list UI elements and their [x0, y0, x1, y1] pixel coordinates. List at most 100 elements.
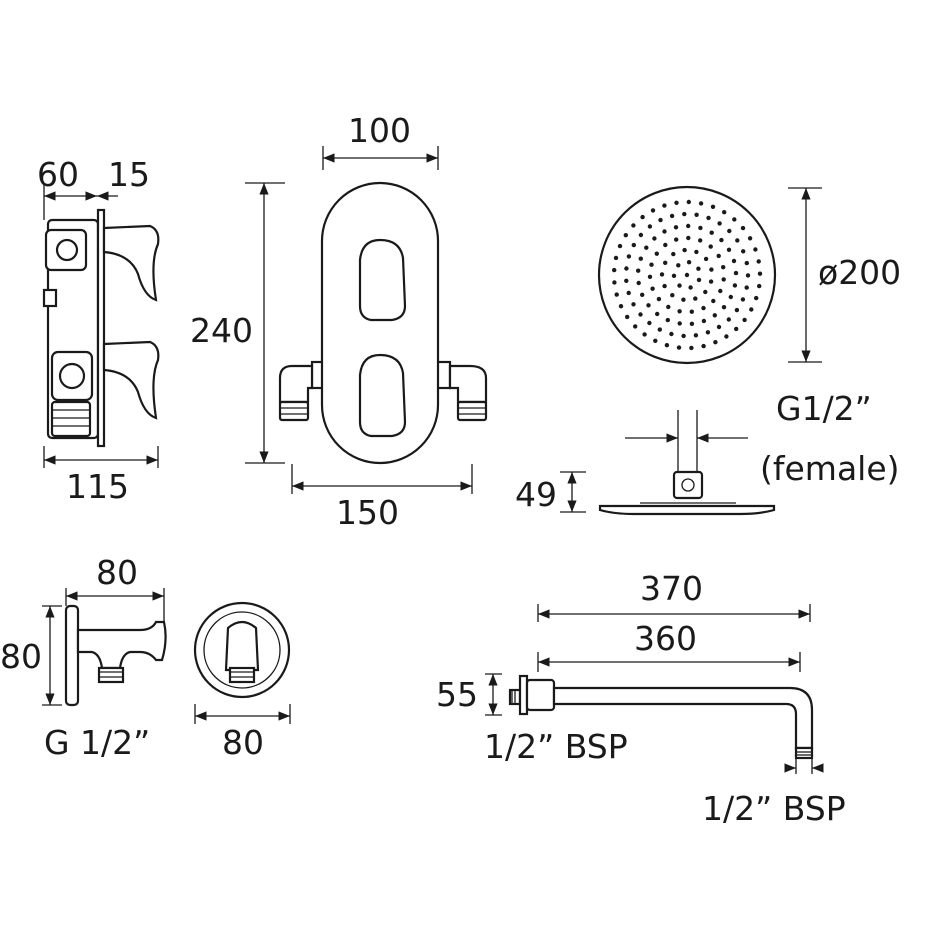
label-55: 55 — [436, 675, 478, 714]
label-inlet-thread: G1/2” — [776, 389, 872, 428]
spray-nozzle — [677, 309, 682, 314]
elbow-wall-plate — [64, 604, 80, 707]
spray-nozzle — [701, 343, 706, 349]
spray-nozzle — [676, 263, 681, 268]
label-inlet-bsp: 1/2” BSP — [484, 727, 628, 766]
shower-arm: 370 360 55 1/2” BSP 1/2” BSP — [436, 569, 846, 828]
spray-nozzle — [710, 204, 716, 209]
spray-nozzle — [618, 304, 624, 309]
spray-nozzle — [731, 258, 737, 264]
spray-nozzle — [677, 283, 682, 288]
spray-nozzle — [747, 236, 753, 241]
spray-nozzle — [724, 334, 729, 339]
label-outlet-bsp: 1/2” BSP — [702, 789, 846, 828]
outlet-elbow: 80 80 G 1/2” 80 — [0, 553, 291, 762]
label-80-height: 80 — [0, 637, 42, 676]
spray-nozzle — [732, 217, 737, 222]
spray-nozzle — [674, 237, 679, 242]
spray-nozzle — [684, 272, 690, 278]
spray-nozzle — [613, 255, 619, 261]
spray-nozzle — [638, 256, 643, 261]
spray-nozzle — [653, 338, 658, 343]
spray-nozzle — [673, 225, 679, 230]
spray-nozzle — [656, 296, 662, 302]
spray-nozzle — [717, 221, 722, 226]
spray-nozzle — [647, 274, 653, 279]
spray-nozzle — [689, 321, 695, 326]
spray-nozzle — [612, 280, 617, 285]
wall-plate — [96, 208, 106, 448]
spray-nozzle — [659, 272, 665, 277]
spray-nozzle — [698, 225, 703, 231]
spray-nozzle — [682, 211, 687, 217]
spray-nozzle — [636, 280, 641, 286]
spray-nozzle — [642, 332, 647, 337]
spray-nozzle — [726, 247, 732, 252]
spray-nozzle — [709, 267, 714, 272]
spray-nozzle — [631, 242, 636, 248]
spray-nozzle — [664, 343, 670, 348]
elbow-thread — [97, 666, 125, 684]
spray-nozzle — [658, 217, 663, 223]
spray-nozzle — [665, 317, 670, 323]
spray-nozzle — [677, 321, 682, 326]
spray-nozzle — [617, 243, 623, 249]
faceplate — [320, 181, 440, 465]
spray-nozzle — [716, 253, 721, 259]
spray-nozzle — [650, 286, 655, 291]
spray-nozzle — [706, 215, 711, 221]
spray-nozzle — [744, 260, 749, 266]
spray-nozzle — [756, 259, 761, 264]
spray-nozzle — [624, 278, 629, 283]
spray-nozzle — [705, 330, 711, 335]
spray-nozzle — [688, 285, 693, 290]
spray-nozzle — [663, 242, 668, 248]
lower-lever — [358, 353, 407, 438]
valve-side-view: 60 15 115 — [37, 155, 160, 506]
spray-nozzle — [640, 292, 645, 297]
label-80-rose: 80 — [222, 723, 264, 762]
spray-nozzle — [626, 254, 632, 259]
spray-nozzle — [631, 302, 636, 307]
spray-nozzle — [663, 260, 668, 265]
spray-nozzle — [742, 317, 747, 323]
label-elbow-thread: G 1/2” — [44, 723, 150, 762]
label-370: 370 — [640, 569, 703, 608]
upper-handle — [102, 224, 160, 302]
spray-nozzle — [727, 228, 732, 234]
spray-nozzle — [681, 297, 686, 302]
spray-nozzle — [666, 304, 671, 310]
spray-nozzle — [708, 244, 713, 249]
spray-nozzle — [657, 327, 662, 332]
spray-nozzle — [721, 305, 727, 310]
spray-nozzle — [662, 229, 667, 234]
spray-nozzle — [734, 307, 740, 313]
spray-nozzle — [644, 245, 649, 250]
spray-nozzle — [686, 235, 691, 241]
label-80-width: 80 — [96, 553, 138, 592]
spray-nozzle — [711, 298, 716, 304]
spray-nozzle — [745, 273, 751, 278]
set-screw — [42, 288, 58, 308]
lower-handle — [102, 340, 160, 420]
label-150: 150 — [336, 493, 399, 532]
shower-head: ø200 G1/2” (female) 49 — [515, 185, 901, 516]
spray-nozzle — [741, 249, 746, 254]
spray-nozzle — [638, 232, 644, 238]
spray-nozzle — [726, 317, 731, 322]
spray-nozzle — [623, 233, 628, 238]
spray-nozzle — [681, 333, 686, 339]
spray-nozzle — [757, 271, 763, 276]
shower-head-swivel — [672, 470, 704, 500]
spray-nozzle — [733, 270, 739, 276]
spray-nozzle — [718, 288, 723, 294]
spray-nozzle — [689, 309, 694, 314]
spray-nozzle — [612, 267, 617, 273]
spray-nozzle — [701, 318, 707, 324]
spray-nozzle — [721, 277, 726, 282]
spray-nozzle — [734, 326, 739, 332]
spray-nozzle — [693, 333, 699, 338]
spray-nozzle — [671, 273, 677, 278]
spray-nozzle — [647, 320, 652, 326]
